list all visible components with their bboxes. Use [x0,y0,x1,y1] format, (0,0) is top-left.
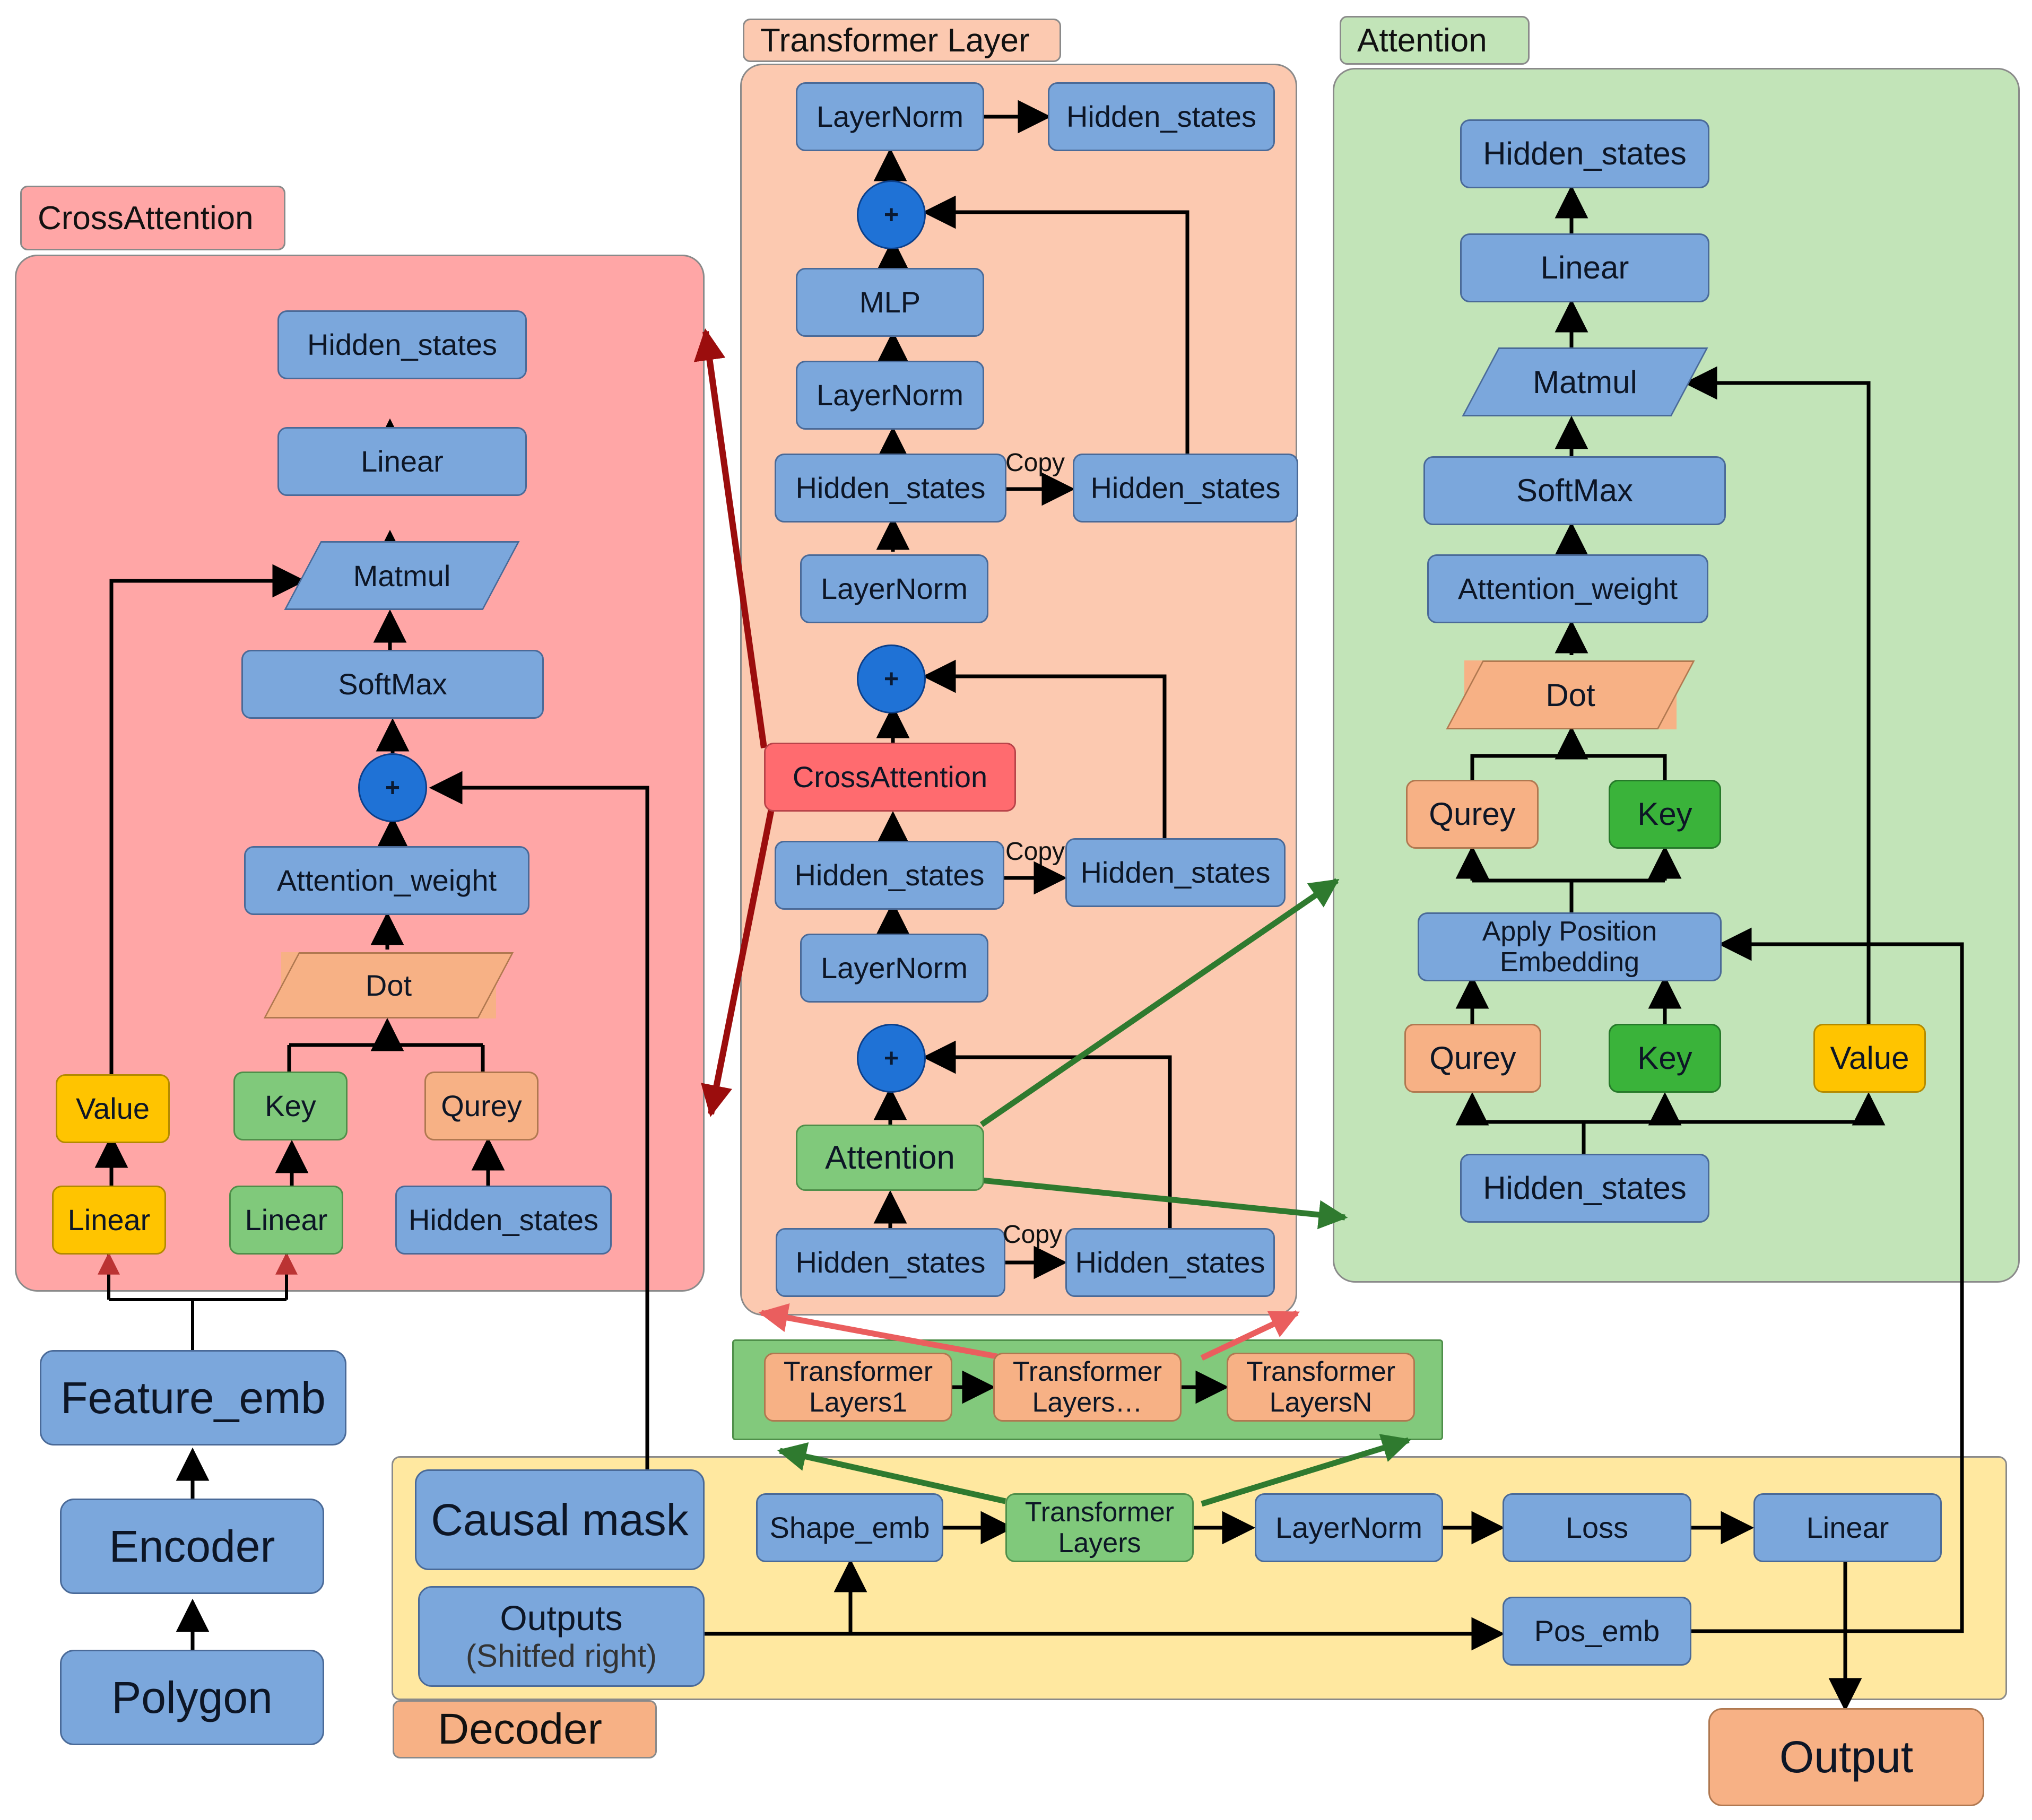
att-linear: Linear [1460,233,1709,302]
att-hidden-states-out: Hidden_states [1460,119,1709,188]
causal-mask: Causal mask [415,1469,705,1570]
tl-hidden-states-2: Hidden_states [775,841,1004,910]
tl-add-node-1: + [857,1024,926,1093]
transformer-layers-1: Transformer Layers1 [764,1353,952,1422]
cross-dot: Dot [263,952,514,1018]
att-qurey-top: Qurey [1406,780,1539,849]
tl-attention: Attention [796,1125,984,1191]
tl-hidden-states-3: Hidden_states [775,454,1006,523]
cross-linear-key: Linear [229,1186,343,1255]
decoder-layernorm: LayerNorm [1255,1493,1443,1562]
cross-matmul: Matmul [284,541,520,610]
outputs-shifted-right: Outputs (Shitfed right) [418,1586,705,1687]
transformer-layer-tag: Transformer Layer [743,19,1061,62]
cross-qurey: Qurey [424,1072,539,1140]
decoder-linear: Linear [1753,1493,1942,1562]
cross-hidden-states-in: Hidden_states [395,1186,612,1255]
tl-hidden-states-2-copy: Hidden_states [1065,838,1286,907]
decoder-tag: Decoder [393,1700,657,1758]
tl-hidden-states-1: Hidden_states [776,1228,1005,1297]
tl-add-node-3: + [857,180,926,249]
transformer-layers-n: Transformer LayersN [1227,1353,1415,1422]
tl-layernorm-top: LayerNorm [796,82,984,151]
att-dot: Dot [1446,660,1695,729]
decoder-transformer-layers: Transformer Layers [1005,1493,1194,1562]
att-matmul: Matmul [1462,347,1708,416]
tl-layernorm-4: LayerNorm [800,934,988,1003]
att-attention-weight: Attention_weight [1427,554,1708,623]
tl-mlp: MLP [796,268,984,337]
tl-cross-attention: CrossAttention [764,743,1016,812]
transformer-layers-mid: Transformer Layers… [993,1353,1182,1422]
tl-layernorm-2: LayerNorm [796,361,984,430]
cross-attention-weight: Attention_weight [244,846,529,915]
copy-label-1: Copy [1003,1221,1063,1249]
tl-layernorm-3: LayerNorm [800,554,988,623]
attention-tag: Attention [1340,16,1530,65]
att-key-top: Key [1609,780,1721,849]
decoder-loss: Loss [1503,1493,1691,1562]
cross-key: Key [233,1072,348,1140]
encoder: Encoder [60,1499,324,1594]
cross-hidden-states-out: Hidden_states [277,310,527,379]
cross-linear-value: Linear [52,1186,166,1255]
tl-add-node-2: + [857,645,926,713]
att-hidden-states-in: Hidden_states [1460,1154,1709,1223]
att-value: Value [1813,1024,1926,1093]
cross-softmax: SoftMax [241,650,544,719]
shape-emb: Shape_emb [756,1493,943,1562]
outputs-label: Outputs [500,1598,623,1638]
copy-label-2: Copy [1005,838,1065,866]
tl-hidden-states-1-copy: Hidden_states [1065,1228,1275,1297]
att-key: Key [1609,1024,1721,1093]
tl-hidden-states-3-copy: Hidden_states [1073,454,1298,523]
cross-add-node: + [358,753,427,822]
pos-emb: Pos_emb [1503,1597,1691,1666]
cross-attention-tag: CrossAttention [20,186,285,250]
output: Output [1708,1708,1984,1806]
feature-emb: Feature_emb [40,1350,346,1445]
outputs-sublabel: (Shitfed right) [465,1638,657,1674]
cross-value: Value [56,1074,170,1143]
att-apply-position-embedding: Apply Position Embedding [1418,912,1722,981]
polygon: Polygon [60,1650,324,1745]
cross-linear: Linear [277,427,527,496]
copy-label-3: Copy [1005,449,1065,477]
att-qurey: Qurey [1404,1024,1541,1093]
tl-hidden-states-final: Hidden_states [1048,82,1275,151]
att-softmax: SoftMax [1423,456,1726,525]
